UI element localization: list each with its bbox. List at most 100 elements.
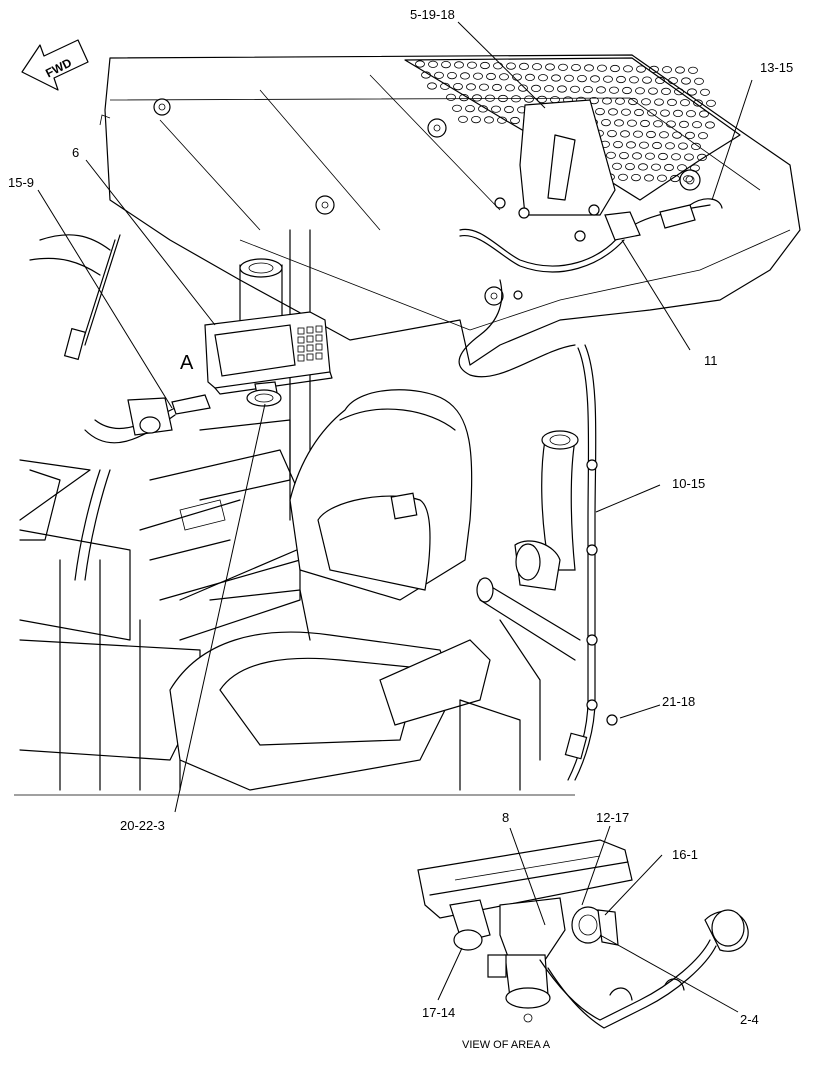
grille-hole <box>632 152 642 160</box>
grille-hole <box>485 94 495 102</box>
grille-hole <box>657 174 667 182</box>
grille-hole <box>655 76 665 85</box>
grille-hole <box>614 119 624 127</box>
grille-hole <box>653 120 663 128</box>
fwd-label: FWD <box>43 55 74 80</box>
grille-hole <box>625 163 635 171</box>
grille-hole <box>694 77 704 85</box>
leader-lines <box>37 21 753 1013</box>
grille-hole <box>479 83 489 91</box>
grille-hole <box>619 152 629 160</box>
grille-hole <box>674 88 684 96</box>
grille-hole <box>688 66 698 74</box>
keypad-button <box>315 325 323 333</box>
grille-hole <box>660 109 670 117</box>
grille-hole <box>505 84 515 92</box>
grille-hole <box>491 105 501 113</box>
grille-hole <box>662 66 672 74</box>
callout-8: 8 <box>502 810 509 825</box>
area-a-marker: A <box>180 352 194 374</box>
grille-hole <box>645 152 655 160</box>
inset-view-area-a <box>417 839 749 1029</box>
grille-hole <box>658 152 668 161</box>
grille-hole <box>473 72 483 80</box>
left-harness <box>19 234 211 581</box>
grille-hole <box>680 99 690 107</box>
grille-hole <box>686 110 696 118</box>
grille-hole <box>612 162 622 170</box>
view-caption: VIEW OF AREA A <box>462 1039 551 1051</box>
monitor-keypad <box>297 325 323 362</box>
keypad-button <box>315 334 323 342</box>
grille-hole <box>635 87 645 95</box>
grille-hole <box>597 64 607 72</box>
grille-hole <box>647 109 657 117</box>
grille-hole <box>697 153 707 161</box>
grille-hole <box>602 97 612 105</box>
keypad-button <box>315 343 323 351</box>
grille-hole <box>620 130 630 138</box>
grille-hole <box>460 72 470 80</box>
grille-hole <box>640 119 650 128</box>
grille-hole <box>471 116 481 124</box>
grille-hole <box>570 85 580 93</box>
grille-hole <box>492 83 502 92</box>
grille-hole <box>661 87 671 96</box>
grille-hole <box>497 116 507 124</box>
grille-hole <box>651 163 661 171</box>
callout-17-14: 17-14 <box>422 1005 455 1020</box>
grille-hole <box>478 105 488 113</box>
grille-hole <box>511 95 521 103</box>
grille-hole <box>603 75 613 83</box>
fwd-arrow-icon: FWD <box>21 39 89 91</box>
callout-labels: 5-19-18 13-15 6 15-9 11 10-15 21-18 20-2… <box>8 7 793 1051</box>
grille-hole <box>639 141 649 149</box>
grille-hole <box>633 130 643 138</box>
grille-hole <box>608 108 618 116</box>
grille-hole <box>685 131 695 139</box>
grille-hole <box>621 108 631 116</box>
grille-hole <box>706 99 716 107</box>
grille-hole <box>654 98 664 106</box>
callout-5-19-18: 5-19-18 <box>410 7 455 22</box>
keypad-button <box>306 335 314 343</box>
grille-hole <box>613 141 623 149</box>
operator-seat <box>169 389 491 791</box>
grille-hole <box>679 120 689 129</box>
grille-hole <box>678 142 688 150</box>
grille-hole <box>693 99 703 107</box>
grille-hole <box>544 85 554 93</box>
keypad-button <box>306 326 314 334</box>
grille-hole <box>627 119 637 127</box>
grille-hole <box>484 116 494 124</box>
keypad-button <box>297 336 305 344</box>
grille-hole <box>524 95 534 103</box>
cab-structure <box>19 229 321 791</box>
grille-hole <box>531 84 541 93</box>
grille-hole <box>638 163 648 171</box>
grille-hole <box>545 63 555 71</box>
grille-hole <box>606 151 616 159</box>
grille-hole <box>626 141 636 149</box>
keypad-button <box>306 353 314 361</box>
grille-hole <box>677 164 687 172</box>
grille-hole <box>666 120 676 128</box>
grille-hole <box>584 64 594 72</box>
grille-hole <box>692 121 702 129</box>
grille-hole <box>668 77 678 85</box>
grille-hole <box>458 115 468 123</box>
callout-13-15: 13-15 <box>760 60 793 75</box>
grille-hole <box>440 82 450 90</box>
grille-hole <box>652 141 662 150</box>
grille-hole <box>480 61 490 70</box>
grille-hole <box>583 86 593 94</box>
grille-hole <box>634 108 644 117</box>
grille-hole <box>466 83 476 91</box>
grille-hole <box>486 72 496 81</box>
callout-16-1: 16-1 <box>672 847 698 862</box>
grille-hole <box>441 60 451 69</box>
grille-hole <box>623 65 633 73</box>
keypad-button <box>315 352 323 360</box>
grille-hole <box>518 84 528 92</box>
grille-hole <box>664 163 674 172</box>
